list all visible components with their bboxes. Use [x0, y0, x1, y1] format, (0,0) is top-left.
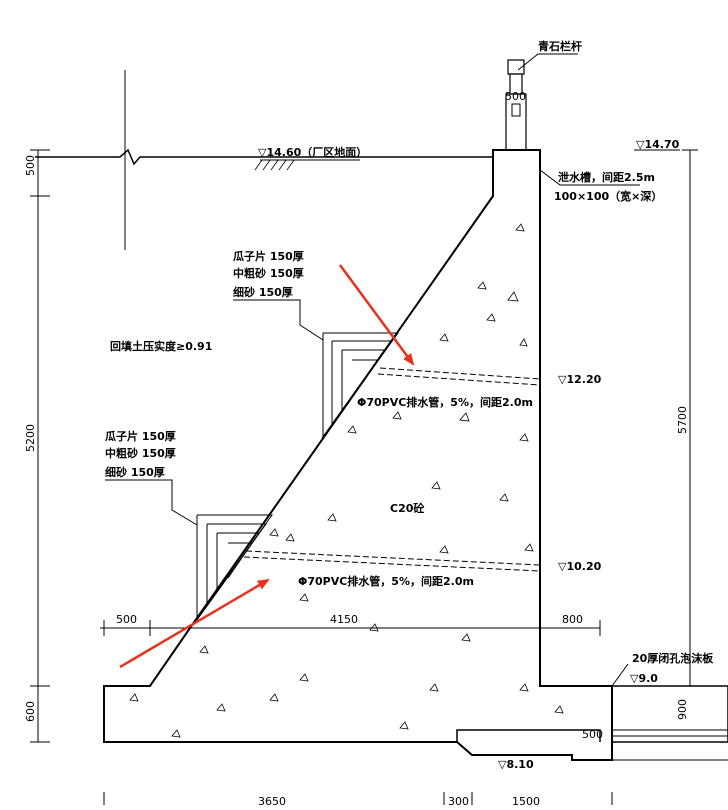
- compaction-label: 回填土压实度≥0.91: [110, 339, 212, 353]
- pipe-upper-label: Φ70PVC排水管，5%，间距2.0m: [357, 395, 533, 409]
- fill-lower-3: 细砂 150厚: [105, 465, 165, 479]
- base-step: [456, 729, 601, 742]
- groove-label-line2: 100×100（宽×深）: [554, 189, 662, 203]
- concrete-grade-label: C20砼: [390, 501, 425, 515]
- filter-lower-core: [227, 542, 253, 579]
- fill-upper-2: 中粗砂 150厚: [233, 266, 304, 280]
- dim-right-5700: 5700: [676, 406, 689, 434]
- slab-label: 20厚闭孔泡沫板: [632, 651, 714, 665]
- leader-lines: [105, 159, 640, 526]
- ground-line: [35, 148, 493, 166]
- top-level-label: ▽14.70: [636, 138, 680, 151]
- pipe-lower-line-1: [245, 550, 541, 566]
- fill-upper-3: 细砂 150厚: [233, 285, 293, 299]
- dim-500-base: 500: [582, 728, 603, 741]
- dim-left-600: 600: [24, 701, 37, 722]
- fill-lower-1: 瓜子片 150厚: [105, 429, 176, 443]
- stone-railing: [505, 53, 578, 151]
- adjacent-slab: [611, 663, 728, 761]
- railing-dimension: 500: [505, 90, 526, 103]
- horizontal-dimension-row: [100, 620, 601, 636]
- ground-hatch: [254, 159, 295, 171]
- level-900-label: ▽9.0: [630, 672, 658, 685]
- annotation-arrow-upper: [338, 264, 415, 366]
- wall-outline: [103, 149, 613, 761]
- level-1020-label: ▽10.20: [558, 560, 602, 573]
- filter-upper-core: [351, 359, 379, 397]
- pipe-upper-line-1: [379, 367, 541, 380]
- groove-label-line1: 泄水槽，间距2.5m: [558, 170, 655, 184]
- dim-4150: 4150: [330, 613, 358, 626]
- annotation-arrow-lower: [119, 578, 270, 669]
- dim-1500: 1500: [512, 795, 540, 805]
- ground-level-label: ▽14.60（厂区地面）: [258, 145, 367, 159]
- dim-800: 800: [562, 613, 583, 626]
- railing-label: 青石栏杆: [538, 39, 582, 53]
- concrete-aggregate: [129, 223, 564, 738]
- filter-lower-inner: [216, 532, 260, 593]
- level-1220-label: ▽12.20: [558, 373, 602, 386]
- bottom-dimension-ticks: [103, 792, 613, 805]
- pipe-lower-line-2: [243, 556, 541, 572]
- dim-900: 900: [676, 699, 689, 720]
- fill-upper-1: 瓜子片 150厚: [233, 249, 304, 263]
- level-810-label: ▽8.10: [498, 758, 534, 771]
- dim-500-left: 500: [116, 613, 137, 626]
- dim-left-500: 500: [24, 155, 37, 176]
- pipe-upper-line-2: [377, 373, 541, 386]
- dim-3650: 3650: [258, 795, 286, 805]
- dim-300: 300: [448, 795, 469, 805]
- fill-lower-2: 中粗砂 150厚: [105, 446, 176, 460]
- dim-left-5200: 5200: [24, 424, 37, 452]
- left-dimension-chain: [30, 149, 50, 743]
- pipe-lower-label: Φ70PVC排水管，5%，间距2.0m: [298, 574, 474, 588]
